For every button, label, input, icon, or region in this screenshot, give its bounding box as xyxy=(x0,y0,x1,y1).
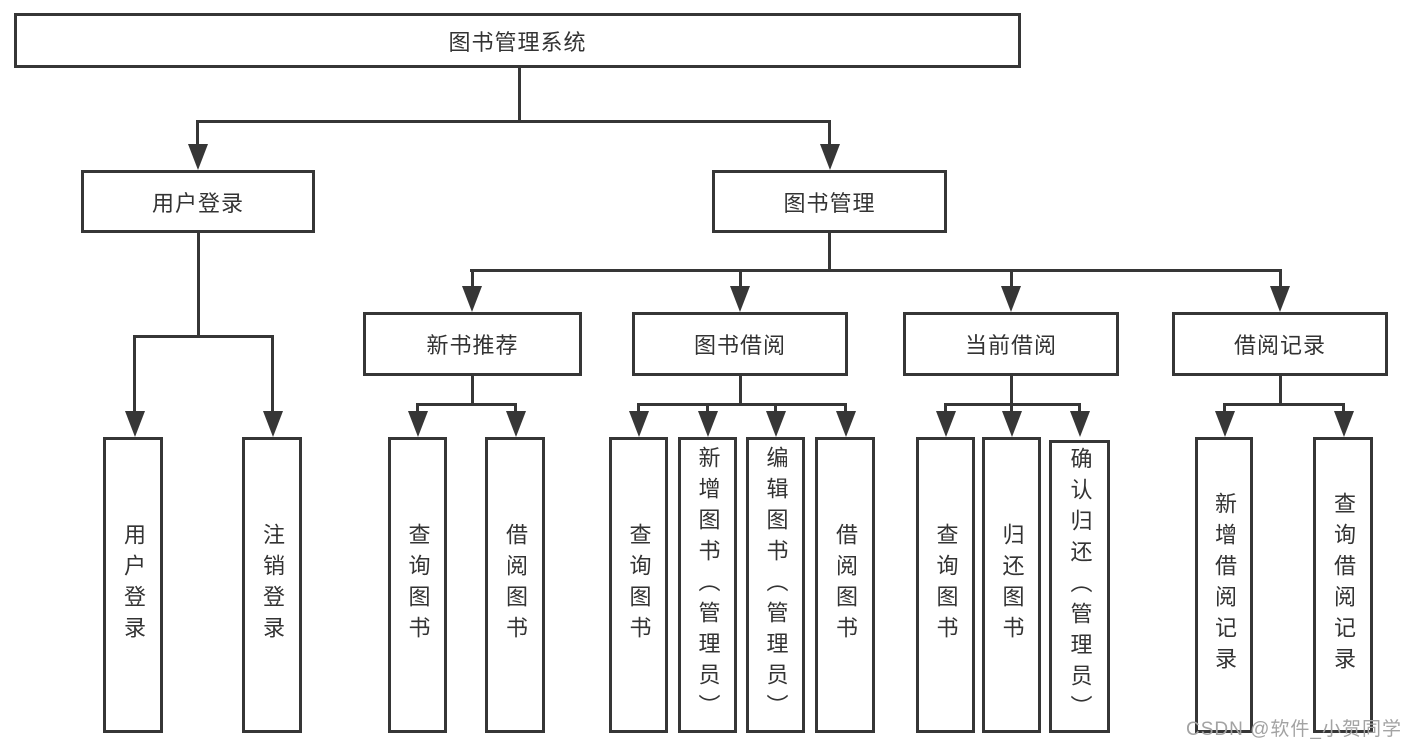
leaf-records-add-record: 新增借阅记录 xyxy=(1195,437,1253,733)
node-label: 新书推荐 xyxy=(426,333,519,358)
connector-line xyxy=(196,120,831,123)
node-label: 图书借阅 xyxy=(693,333,786,358)
connector-line xyxy=(1078,403,1081,413)
node-new-book-recommend: 新书推荐 xyxy=(363,312,582,376)
leaf-borrowing-borrow-books: 借阅图书 xyxy=(815,437,875,733)
connector-line xyxy=(416,403,419,413)
leaf-current-query-books: 查询图书 xyxy=(916,437,975,733)
leaf-user-login: 用户登录 xyxy=(103,437,163,733)
node-label: 注销登录 xyxy=(260,523,285,647)
node-label: 新增图书（管理员） xyxy=(695,445,721,725)
node-label: 当前借阅 xyxy=(964,333,1057,358)
connector-line xyxy=(133,335,274,338)
node-borrowing-records: 借阅记录 xyxy=(1172,312,1388,376)
connector-line xyxy=(133,335,136,415)
node-label: 查询图书 xyxy=(405,523,431,647)
node-label: 借阅图书 xyxy=(833,523,858,647)
arrowhead xyxy=(1270,286,1290,312)
node-label: 新增借阅记录 xyxy=(1212,492,1237,678)
connector-line xyxy=(828,120,831,148)
leaf-recommend-borrow-books: 借阅图书 xyxy=(485,437,545,733)
node-label: 用户登录 xyxy=(121,523,146,647)
leaf-borrowing-edit-books-admin: 编辑图书（管理员） xyxy=(746,437,805,733)
node-label: 图书管理系统 xyxy=(448,29,587,55)
node-label: 查询图书 xyxy=(626,523,652,647)
connector-line xyxy=(518,66,521,122)
arrowhead xyxy=(698,411,718,437)
connector-line xyxy=(471,269,474,289)
connector-line xyxy=(1223,403,1226,413)
connector-line xyxy=(637,403,640,413)
connector-line xyxy=(1010,403,1013,413)
connector-line xyxy=(944,403,947,413)
csdn-watermark: CSDN @软件_小贺同学 xyxy=(1186,719,1402,740)
arrowhead xyxy=(629,411,649,437)
connector-line xyxy=(197,231,200,338)
connector-line xyxy=(470,269,1280,272)
node-current-borrowing: 当前借阅 xyxy=(903,312,1119,376)
connector-line xyxy=(1279,374,1282,406)
leaf-records-query-record: 查询借阅记录 xyxy=(1313,437,1373,733)
arrowhead xyxy=(836,411,856,437)
arrowhead xyxy=(730,286,750,312)
connector-line xyxy=(844,403,847,413)
connector-line xyxy=(514,403,517,413)
arrowhead xyxy=(125,411,145,437)
connector-line xyxy=(196,120,199,148)
connector-line xyxy=(828,231,831,272)
node-user-login: 用户登录 xyxy=(81,170,315,233)
node-book-borrowing: 图书借阅 xyxy=(632,312,848,376)
node-label: 借阅图书 xyxy=(503,523,528,647)
node-label: 查询图书 xyxy=(933,523,959,647)
connector-line xyxy=(739,374,742,406)
leaf-logout: 注销登录 xyxy=(242,437,302,733)
node-label: 确认归还（管理员） xyxy=(1067,447,1093,726)
leaf-current-return-books: 归还图书 xyxy=(982,437,1041,733)
node-label: 借阅记录 xyxy=(1233,333,1326,358)
connector-line xyxy=(739,269,742,289)
arrowhead xyxy=(1334,411,1354,437)
arrowhead xyxy=(188,144,208,170)
connector-line xyxy=(416,403,517,406)
node-label: 图书管理 xyxy=(783,190,876,216)
connector-line xyxy=(637,403,846,406)
arrowhead xyxy=(263,411,283,437)
arrowhead xyxy=(936,411,956,437)
node-label: 归还图书 xyxy=(999,523,1025,647)
leaf-current-confirm-return-admin: 确认归还（管理员） xyxy=(1049,440,1110,733)
connector-line xyxy=(271,335,274,415)
leaf-borrowing-query-books: 查询图书 xyxy=(609,437,668,733)
leaf-borrowing-add-books-admin: 新增图书（管理员） xyxy=(678,437,737,733)
connector-line xyxy=(1010,374,1013,406)
connector-line xyxy=(1223,403,1344,406)
leaf-recommend-query-books: 查询图书 xyxy=(388,437,447,733)
connector-line xyxy=(471,374,474,406)
arrowhead xyxy=(1002,411,1022,437)
arrowhead xyxy=(1001,286,1021,312)
arrowhead xyxy=(820,144,840,170)
connector-line xyxy=(1342,403,1345,413)
node-label: 查询借阅记录 xyxy=(1331,492,1356,678)
connector-line xyxy=(774,403,777,413)
arrowhead xyxy=(462,286,482,312)
arrowhead xyxy=(506,411,526,437)
connector-line xyxy=(706,403,709,413)
node-label: 编辑图书（管理员） xyxy=(763,445,789,725)
arrowhead xyxy=(1215,411,1235,437)
node-label: 用户登录 xyxy=(151,190,244,216)
node-book-management: 图书管理 xyxy=(712,170,947,233)
arrowhead xyxy=(1070,411,1090,437)
arrowhead xyxy=(408,411,428,437)
arrowhead xyxy=(766,411,786,437)
connector-line xyxy=(1279,269,1282,289)
connector-line xyxy=(1010,269,1013,289)
node-library-system: 图书管理系统 xyxy=(14,13,1021,68)
